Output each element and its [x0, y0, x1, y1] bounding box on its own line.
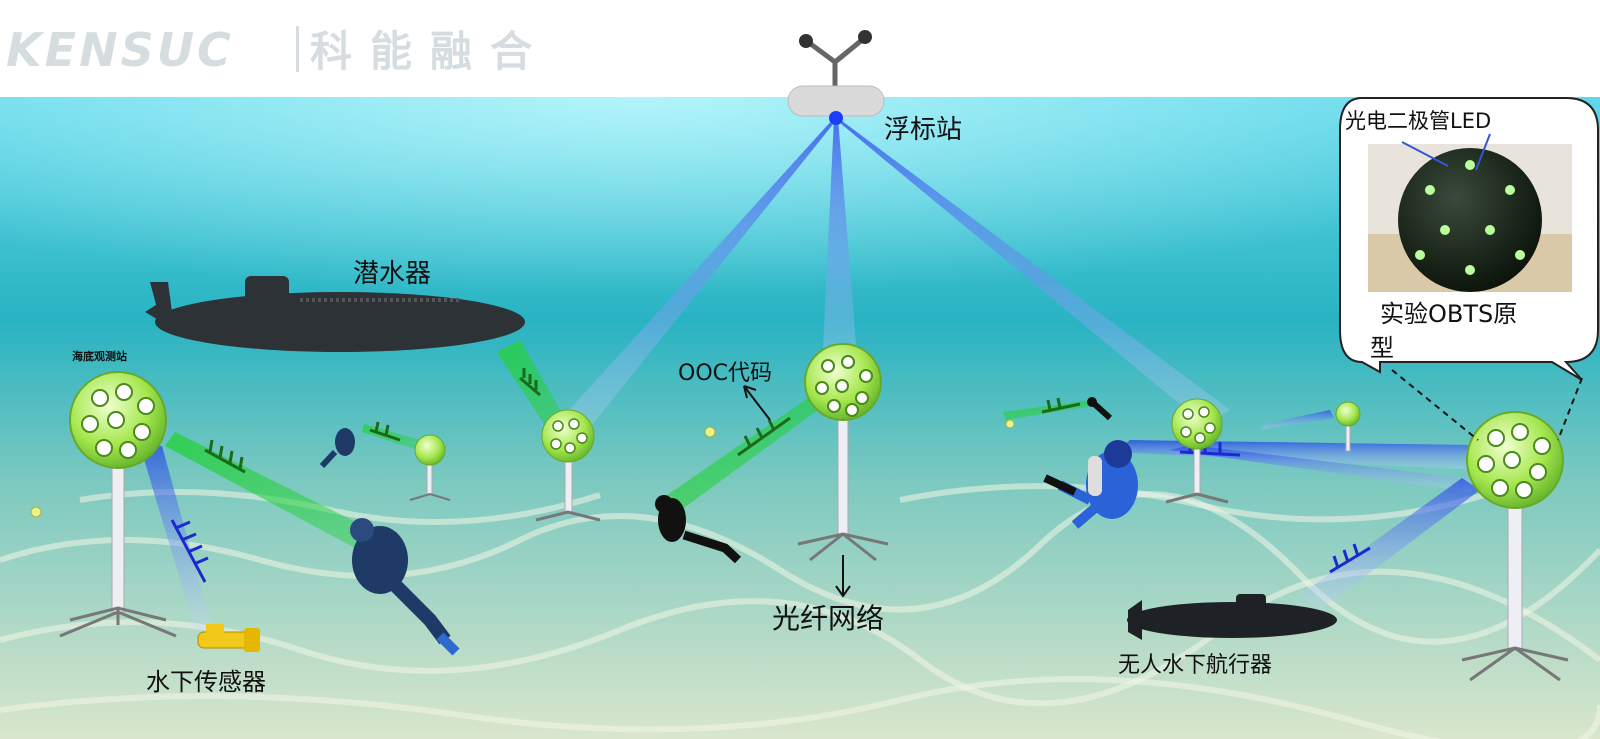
- station-mid-left: [535, 409, 601, 522]
- buoy-station: [787, 30, 885, 125]
- submarine-label: 潜水器: [353, 259, 431, 289]
- auv-label: 无人水下航行器: [1118, 653, 1272, 678]
- station-large-right: [1461, 411, 1569, 682]
- auv-vehicle: [1127, 594, 1337, 640]
- diver-center: [655, 495, 742, 564]
- station-small-right: [1335, 401, 1361, 452]
- surface-light: [0, 97, 1600, 427]
- inset-connectors: [1391, 369, 1583, 441]
- manned-submersible: [145, 276, 525, 352]
- diver-small-left: [319, 428, 355, 469]
- fiber-network-label: 光纤网络: [772, 602, 884, 635]
- fiber-arrow: [835, 555, 851, 598]
- ooc-pointer-arrow: [743, 385, 771, 421]
- logo-chinese: 科能融合: [310, 27, 550, 76]
- obts-caption-line1: 实验OBTS原: [1380, 300, 1517, 328]
- header-band: [0, 0, 1600, 97]
- company-logo: KENSUC 科能融合: [6, 23, 550, 77]
- seabed-markers: [30, 419, 1015, 518]
- photodiode-label: 光电二极管LED: [1345, 109, 1491, 133]
- logo-divider: [296, 26, 299, 72]
- diver-left: [350, 518, 460, 656]
- obts-sphere: [1398, 148, 1542, 292]
- ooc-label: OOC代码: [678, 361, 772, 386]
- led-pointer-arrows: [1401, 133, 1491, 171]
- diver-right: [1043, 440, 1138, 529]
- station-center: [797, 343, 889, 562]
- buoy-label: 浮标站: [884, 115, 962, 145]
- station-large-left: [59, 371, 177, 638]
- sensor-label: 水下传感器: [146, 668, 266, 696]
- station-small-left: [409, 434, 451, 501]
- diver-small-right: [1087, 397, 1113, 421]
- station-mid-right: [1165, 398, 1229, 504]
- seafloor-station-label: 海底观测站: [72, 349, 127, 363]
- buoy-beams: [560, 118, 1230, 430]
- underwater-sensor: [197, 624, 260, 652]
- obts-inset: [1339, 97, 1599, 381]
- logo-latin: KENSUC: [6, 23, 234, 77]
- obts-caption-line2: 型: [1370, 334, 1394, 362]
